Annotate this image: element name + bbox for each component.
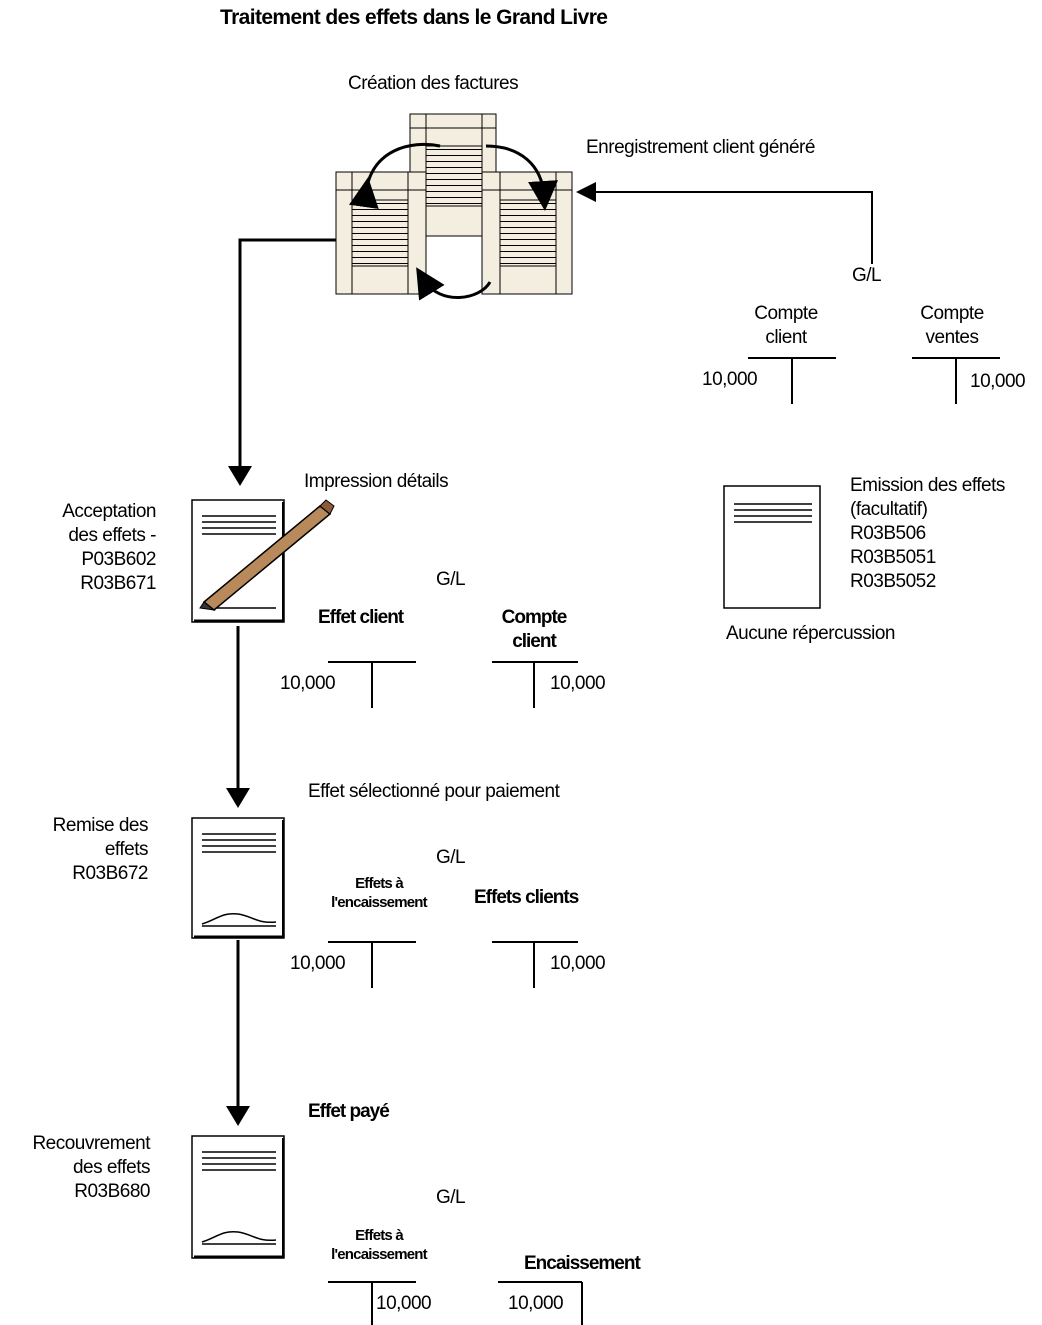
step-label-collection: Recouvrement des effets R03B680: [32, 1133, 150, 1202]
flow-arrows: [226, 238, 336, 1126]
gl-label: G/L: [436, 847, 466, 868]
gl-label: G/L: [436, 1187, 466, 1208]
credit-amount: 10,000: [550, 673, 606, 694]
issuance-document-icon: [723, 485, 821, 609]
customer-record-arrow: [576, 182, 873, 264]
print-details-label: Impression détails: [304, 471, 449, 492]
credit-amount: 10,000: [550, 953, 606, 974]
diagram-title: Traitement des effets dans le Grand Livr…: [220, 6, 608, 29]
collection-caption: Effet payé: [308, 1101, 390, 1122]
issuance-label: Emission des effets (facultatif) R03B506…: [850, 475, 1005, 592]
account-name: Effets clients: [474, 887, 579, 908]
debit-amount: 10,000: [290, 953, 346, 974]
account-name: Effet client: [318, 607, 404, 628]
account-name: Encaissement: [524, 1253, 641, 1274]
gl-label: G/L: [852, 265, 882, 286]
account-name: Compte ventes: [920, 303, 984, 348]
customer-record-label: Enregistrement client généré: [586, 137, 815, 158]
debit-amount: 10,000: [702, 369, 758, 390]
credit-amount: 10,000: [376, 1293, 432, 1314]
debit-amount: 10,000: [508, 1293, 564, 1314]
remittance-document-icon: [191, 817, 285, 939]
invoice-creation-label: Création des factures: [348, 73, 519, 94]
debit-amount: 10,000: [280, 673, 336, 694]
account-name: Compte client: [754, 303, 818, 348]
collection-document-icon: [191, 1135, 285, 1259]
credit-amount: 10,000: [970, 371, 1026, 392]
pencil-icon: [199, 499, 335, 611]
step-label-remittance: Remise des effets R03B672: [52, 815, 149, 884]
account-name: Effets à l'encaissement: [331, 1227, 428, 1263]
gl-label: G/L: [436, 569, 466, 590]
step-label-acceptance: Acceptation des effets - P03B602 R03B671: [62, 501, 156, 594]
account-name: Compte client: [501, 607, 568, 652]
account-name: Effets à l'encaissement: [331, 875, 428, 911]
invoice-stack-icon: [335, 113, 573, 301]
remittance-caption: Effet sélectionné pour paiement: [308, 781, 560, 802]
no-impact-note: Aucune répercussion: [726, 623, 896, 644]
t-account-lines: [328, 357, 1000, 1325]
